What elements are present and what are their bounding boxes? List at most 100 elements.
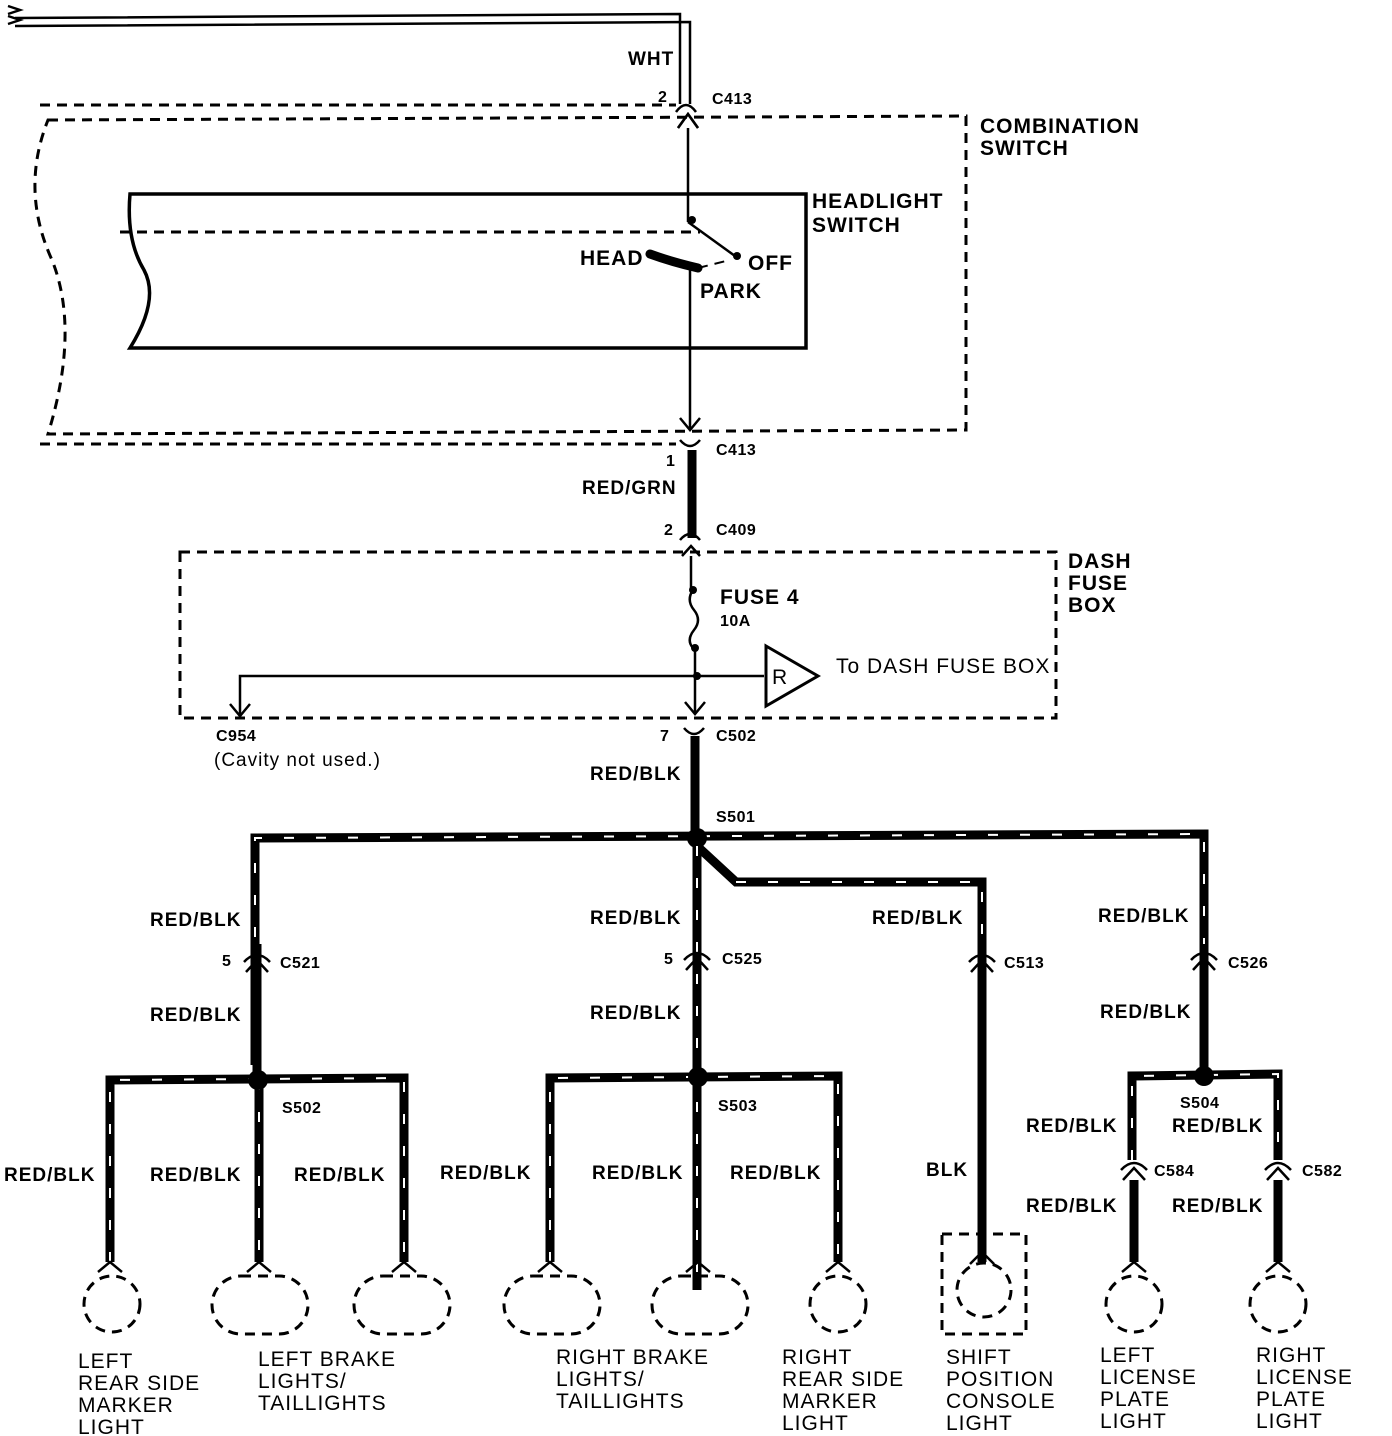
rlp-lower-label: RED/BLK xyxy=(1172,1196,1263,1217)
combination-switch-label-1: COMBINATION xyxy=(980,115,1140,138)
headlight-switch-box xyxy=(126,192,808,350)
s504-splice xyxy=(1194,1066,1214,1086)
dash-fuse-box xyxy=(178,550,1058,720)
c413-top-pin: 2 xyxy=(658,89,667,106)
right-rear-side-marker-bulb-icon xyxy=(808,1260,868,1334)
rrsm-feed-label: RED/BLK xyxy=(730,1163,821,1184)
right-upper-label: RED/BLK xyxy=(1098,906,1189,927)
rb-line-2: LIGHTS/ xyxy=(556,1368,645,1391)
wht-wire xyxy=(7,4,692,104)
c525-label: C525 xyxy=(722,951,762,968)
rlp-upper-label: RED/BLK xyxy=(1172,1116,1263,1137)
switch-park-path xyxy=(697,259,731,269)
c582-label: C582 xyxy=(1302,1163,1342,1180)
c413-bottom-pin: 1 xyxy=(666,453,675,470)
fuse-rating: 10A xyxy=(720,613,751,630)
c413-bottom-connector xyxy=(679,439,701,448)
right-brake-bulb-2-icon xyxy=(650,1260,750,1336)
c409-label: C409 xyxy=(716,522,756,539)
c502-pin: 7 xyxy=(660,728,669,745)
s504-label: S504 xyxy=(1180,1095,1219,1112)
right-lower-label: RED/BLK xyxy=(1100,1002,1191,1023)
right-rear-side-marker-label: RIGHT REAR SIDE MARKER LIGHT xyxy=(782,1346,904,1435)
right-license-label: RIGHT LICENSE PLATE LIGHT xyxy=(1256,1344,1353,1433)
rrsm-line-3: MARKER xyxy=(782,1390,878,1413)
center-upper-label: RED/BLK xyxy=(590,908,681,929)
right-brake-bulb-icon xyxy=(502,1260,602,1336)
c584-label: C584 xyxy=(1154,1163,1194,1180)
left-lower-label: RED/BLK xyxy=(150,1005,241,1026)
lrsm-line-2: REAR SIDE xyxy=(78,1372,200,1395)
s501-bus xyxy=(250,829,1209,1065)
s501-bus-stripe xyxy=(254,832,1205,1065)
c502-label: C502 xyxy=(716,728,756,745)
s501-label: S501 xyxy=(716,809,755,826)
lrsm-line-3: MARKER xyxy=(78,1394,174,1417)
lrsm-line-1: LEFT xyxy=(78,1350,133,1373)
lbt2-feed-label: RED/BLK xyxy=(294,1165,385,1186)
shift-position-bulb-icon xyxy=(940,1232,1028,1336)
lrsm-feed-label: RED/BLK xyxy=(4,1165,95,1186)
c526-connector xyxy=(1190,951,1218,971)
left-brake-bulb-icon xyxy=(210,1260,310,1336)
left-rear-side-marker-label: LEFT REAR SIDE MARKER LIGHT xyxy=(78,1350,200,1436)
lb-line-2: LIGHTS/ xyxy=(258,1370,347,1393)
sp-line-4: LIGHT xyxy=(946,1412,1013,1435)
ll-line-4: LIGHT xyxy=(1100,1410,1167,1433)
fuse-4-icon xyxy=(688,589,700,649)
rl-line-1: RIGHT xyxy=(1256,1344,1326,1367)
rl-line-3: PLATE xyxy=(1256,1388,1326,1411)
left-brake-label: LEFT BRAKE LIGHTS/ TAILLIGHTS xyxy=(258,1348,396,1415)
s504-bus-stripe xyxy=(1131,1072,1279,1160)
headlight-switch-label-1: HEADLIGHT xyxy=(812,190,944,213)
ref-r-triangle-icon xyxy=(764,643,822,709)
left-license-label: LEFT LICENSE PLATE LIGHT xyxy=(1100,1344,1197,1433)
right-brake-label: RIGHT BRAKE LIGHTS/ TAILLIGHTS xyxy=(556,1346,709,1413)
ref-r-symbol: R xyxy=(772,666,788,689)
wht-label: WHT xyxy=(628,49,674,70)
ll-line-1: LEFT xyxy=(1100,1344,1155,1367)
switch-output-arrow xyxy=(679,417,701,432)
rb-line-3: TAILLIGHTS xyxy=(556,1390,685,1413)
combination-switch-box xyxy=(33,114,968,436)
c413-top-label: C413 xyxy=(712,91,752,108)
rl-line-2: LICENSE xyxy=(1256,1366,1353,1389)
center-lower-label: RED/BLK xyxy=(590,1003,681,1024)
c525-pin: 5 xyxy=(664,951,673,968)
s502-splice xyxy=(248,1070,268,1090)
fuse-name: FUSE 4 xyxy=(720,586,800,609)
ll-line-2: LICENSE xyxy=(1100,1366,1197,1389)
dash-fuse-box-label-2: FUSE xyxy=(1068,572,1128,595)
pos-off-label: OFF xyxy=(748,252,793,275)
rl-line-4: LIGHT xyxy=(1256,1410,1323,1433)
lrsm-line-4: LIGHT xyxy=(78,1416,145,1436)
c413-bottom-label: C413 xyxy=(716,442,756,459)
s503-label: S503 xyxy=(718,1098,757,1115)
left-license-bulb-icon xyxy=(1104,1260,1164,1334)
s501-splice xyxy=(687,828,707,848)
shift-branch-wire xyxy=(693,842,987,944)
switch-pivot xyxy=(688,216,696,224)
c582-connector xyxy=(1264,1161,1292,1181)
c513-label: C513 xyxy=(1004,955,1044,972)
c521-connector xyxy=(243,953,271,973)
s502-label: S502 xyxy=(282,1100,321,1117)
shift-lower-label: BLK xyxy=(926,1160,968,1181)
combination-switch-label-2: SWITCH xyxy=(980,137,1069,160)
left-brake-bulb-2-icon xyxy=(352,1260,452,1336)
rrsm-line-1: RIGHT xyxy=(782,1346,852,1369)
sp-line-1: SHIFT xyxy=(946,1346,1012,1369)
lb-line-1: LEFT BRAKE xyxy=(258,1348,396,1371)
llp-upper-label: RED/BLK xyxy=(1026,1116,1117,1137)
rb-line-1: RIGHT BRAKE xyxy=(556,1346,709,1369)
s503-splice xyxy=(688,1067,708,1087)
rrsm-line-2: REAR SIDE xyxy=(782,1368,904,1391)
headlight-switch-label-2: SWITCH xyxy=(812,214,901,237)
llp-lower-label: RED/BLK xyxy=(1026,1196,1117,1217)
c502-connector xyxy=(683,727,705,736)
lbt-feed-label: RED/BLK xyxy=(150,1165,241,1186)
pos-head-label: HEAD xyxy=(580,247,644,270)
c525-connector xyxy=(683,951,711,971)
